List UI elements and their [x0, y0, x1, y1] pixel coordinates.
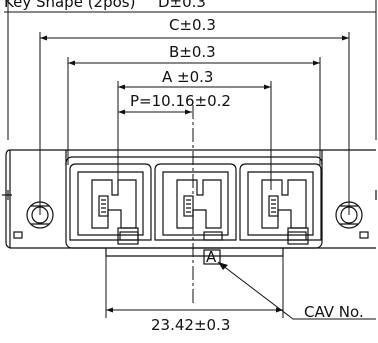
lower-tabs: [117, 227, 309, 245]
cav-leader-line: [217, 261, 376, 320]
dim-p-label: P=10.16±0.2: [130, 92, 231, 110]
mounting-screw-left: [2, 190, 54, 239]
dim-c-label: C±0.3: [169, 16, 216, 34]
cav-marker-letter: A: [206, 248, 217, 266]
mounting-screw-right: [335, 190, 377, 239]
cavity-2: [154, 163, 237, 241]
dim-d-label: D±0.3: [158, 0, 206, 11]
cav-leader-arrow: [218, 262, 228, 270]
cav-no-label: CAV No.: [304, 303, 364, 321]
dim-a-label: A ±0.3: [162, 68, 213, 86]
cavity-1: [69, 163, 152, 241]
dim-b-label: B±0.3: [169, 43, 216, 61]
cav-marker-box: [203, 249, 221, 265]
key-shape-label: Key Shape (2pos): [4, 0, 135, 11]
dim-bottom-label: 23.42±0.3: [151, 316, 230, 334]
cavity-3: [239, 163, 322, 241]
dimension-lines: [4, 11, 376, 313]
connector-body: [5, 149, 376, 257]
